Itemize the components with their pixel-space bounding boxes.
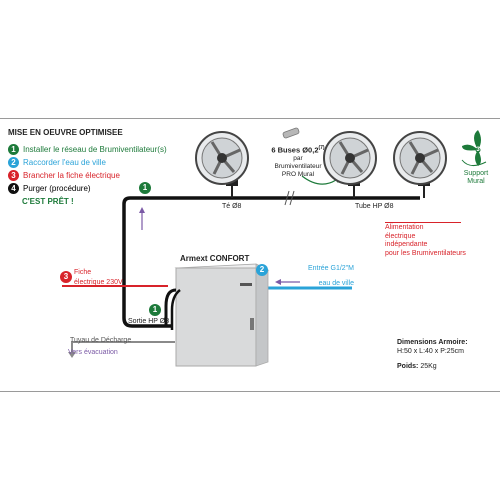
steps-title: MISE EN OEUVRE OPTIMISEE bbox=[8, 128, 123, 137]
drain-label-line2: Vers évacuation bbox=[68, 349, 118, 356]
diagram-frame bbox=[0, 118, 500, 392]
step-1: 1 Installer le réseau de Brumiventilateu… bbox=[8, 143, 167, 155]
plug-label-line1: Fiche bbox=[74, 269, 92, 276]
support-label-line2: Mural bbox=[467, 178, 485, 185]
badge-pipe bbox=[139, 182, 151, 194]
support-label: Support Mural bbox=[458, 170, 494, 186]
nozzle-label-line4: PRO Mural bbox=[281, 170, 315, 178]
nozzle-label-sup: (7) bbox=[318, 145, 325, 151]
arrow-up-icon bbox=[139, 207, 145, 230]
drain-arrow-icon bbox=[68, 352, 76, 358]
cabinet-title: Armext CONFORT bbox=[180, 254, 250, 263]
drain-label: Tuyau de Décharge Vers évacuation bbox=[68, 336, 131, 357]
dimensions-block: Dimensions Armoire: H:50 x L:40 x P:25cm… bbox=[397, 338, 468, 371]
pipe-break-mark bbox=[284, 190, 290, 206]
water-in-line1: Entrée G1/2"M bbox=[307, 265, 354, 272]
badge-pipe-number: 1 bbox=[142, 183, 148, 192]
tube-label: Tube HP Ø8 bbox=[355, 203, 394, 210]
support-label-line1: Support bbox=[463, 170, 489, 177]
badge-support-number: 3 bbox=[476, 147, 480, 153]
water-in-line2: eau de ville bbox=[318, 280, 354, 287]
step-1-label: Installer le réseau de Brumiventilateur(… bbox=[23, 144, 167, 154]
step-1-number: 1 bbox=[8, 143, 19, 155]
plug-label: Fiche électrique 230V bbox=[74, 268, 123, 287]
drain-label-line1: Tuyau de Décharge bbox=[70, 337, 132, 344]
nozzle-icon bbox=[282, 127, 300, 139]
weight-value: 25Kg bbox=[420, 363, 437, 370]
step-2-label: Raccorder l'eau de ville bbox=[23, 157, 106, 167]
badge-plug-number: 3 bbox=[63, 272, 69, 281]
power-label-line1: Alimentation bbox=[385, 222, 461, 233]
step-2: 2 Raccorder l'eau de ville bbox=[8, 156, 167, 168]
dimensions-title: Dimensions Armoire: bbox=[397, 339, 468, 346]
weight-title: Poids: bbox=[397, 363, 419, 370]
plug-label-line2: électrique 230V bbox=[74, 279, 123, 286]
ready-label: C'EST PRÊT ! bbox=[22, 197, 74, 206]
arrow-left-icon bbox=[275, 279, 300, 285]
fan-icon bbox=[393, 131, 447, 198]
nozzle-label-line2: par bbox=[293, 154, 303, 162]
step-4-number: 4 bbox=[8, 182, 19, 194]
fan-icon bbox=[195, 131, 249, 198]
badge-water-number: 2 bbox=[259, 265, 265, 274]
outlet-label: Sortie HP Ø8 bbox=[128, 318, 170, 325]
cabinet-armoire bbox=[164, 263, 270, 367]
step-4-label: Purger (procédure) bbox=[23, 183, 91, 193]
dimensions-value: H:50 x L:40 x P:25cm bbox=[397, 348, 464, 355]
te-label: Té Ø8 bbox=[222, 203, 242, 210]
fan-icon bbox=[323, 131, 377, 198]
power-label-line3: indépendante bbox=[385, 241, 428, 248]
drain-line bbox=[71, 341, 175, 354]
power-label-line2: électrique bbox=[385, 232, 416, 240]
step-3-number: 3 bbox=[8, 169, 19, 181]
hp-pipe bbox=[122, 196, 195, 328]
power-label-line4: pour les Brumiventilateurs bbox=[385, 249, 466, 257]
pipe-break-mark bbox=[289, 190, 295, 206]
water-in-label: Entrée G1/2"M eau de ville bbox=[300, 264, 354, 288]
nozzle-label-line1: 6 Buses Ø0,2 bbox=[271, 145, 319, 155]
step-3-label: Brancher la fiche électrique bbox=[23, 170, 120, 180]
support-fan-icon bbox=[461, 130, 487, 166]
badge-outlet-number: 1 bbox=[152, 305, 158, 314]
badge-water bbox=[256, 264, 268, 276]
nozzle-label-line3: Brumiventilateur bbox=[274, 162, 322, 170]
nozzle-label: 6 Buses Ø0,2(7) par Brumiventilateur PRO… bbox=[262, 144, 334, 179]
steps-list: 1 Installer le réseau de Brumiventilateu… bbox=[8, 143, 167, 194]
badge-outlet bbox=[149, 304, 161, 316]
badge-plug bbox=[60, 271, 72, 283]
power-label: Alimentation électrique indépendante pou… bbox=[385, 222, 466, 258]
step-2-number: 2 bbox=[8, 156, 19, 168]
step-4: 4 Purger (procédure) bbox=[8, 182, 167, 194]
step-3: 3 Brancher la fiche électrique bbox=[8, 169, 167, 181]
